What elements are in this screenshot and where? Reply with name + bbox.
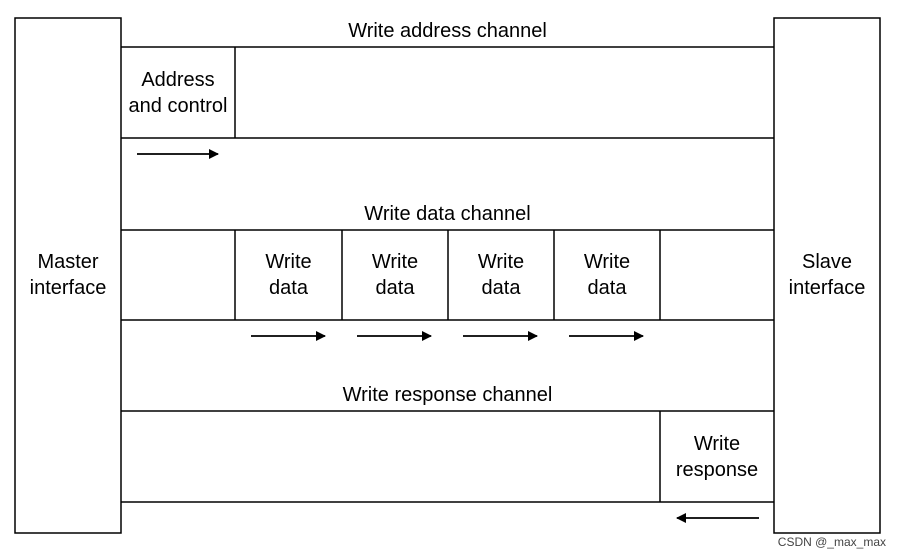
write-data-cell-label: Write data xyxy=(448,249,554,301)
address-label-line1: Address xyxy=(141,69,215,91)
write-response-channel xyxy=(121,410,774,523)
master-interface-label: Master interface xyxy=(15,249,121,301)
write-data-line1: Write xyxy=(371,251,419,273)
write-data-channel xyxy=(121,229,774,341)
write-address-channel xyxy=(121,46,774,159)
slave-interface-label: Slave interface xyxy=(774,249,880,301)
address-label-line2: and control xyxy=(128,95,228,117)
write-data-line2: data xyxy=(587,277,627,299)
write-address-channel-title: Write address channel xyxy=(348,20,547,42)
write-data-line1: Write xyxy=(583,251,631,273)
master-label-line1: Master xyxy=(37,251,99,273)
slave-label-line1: Slave xyxy=(801,251,853,273)
write-data-cell-label: Write data xyxy=(235,249,342,301)
write-response-channel-title: Write response channel xyxy=(342,384,553,406)
write-data-line2: data xyxy=(269,277,308,299)
address-and-control-label: Address and control xyxy=(121,67,235,119)
write-response-line2: response xyxy=(675,459,759,481)
write-data-cell-label: Write data xyxy=(554,249,660,301)
write-data-line1: Write xyxy=(477,251,525,273)
master-interface-box xyxy=(14,17,122,534)
watermark-text: CSDN @_max_max xyxy=(777,535,886,549)
slave-label-line2: interface xyxy=(788,277,866,299)
slave-interface-box xyxy=(773,17,881,534)
write-data-line2: data xyxy=(375,277,415,299)
write-data-line1: Write xyxy=(265,251,312,273)
write-response-line1: Write xyxy=(693,433,741,455)
write-data-channel-title: Write data channel xyxy=(364,203,531,225)
write-data-cell-label: Write data xyxy=(342,249,448,301)
master-label-line2: interface xyxy=(29,277,107,299)
write-data-line2: data xyxy=(481,277,521,299)
write-response-cell-label: Write response xyxy=(660,431,774,483)
